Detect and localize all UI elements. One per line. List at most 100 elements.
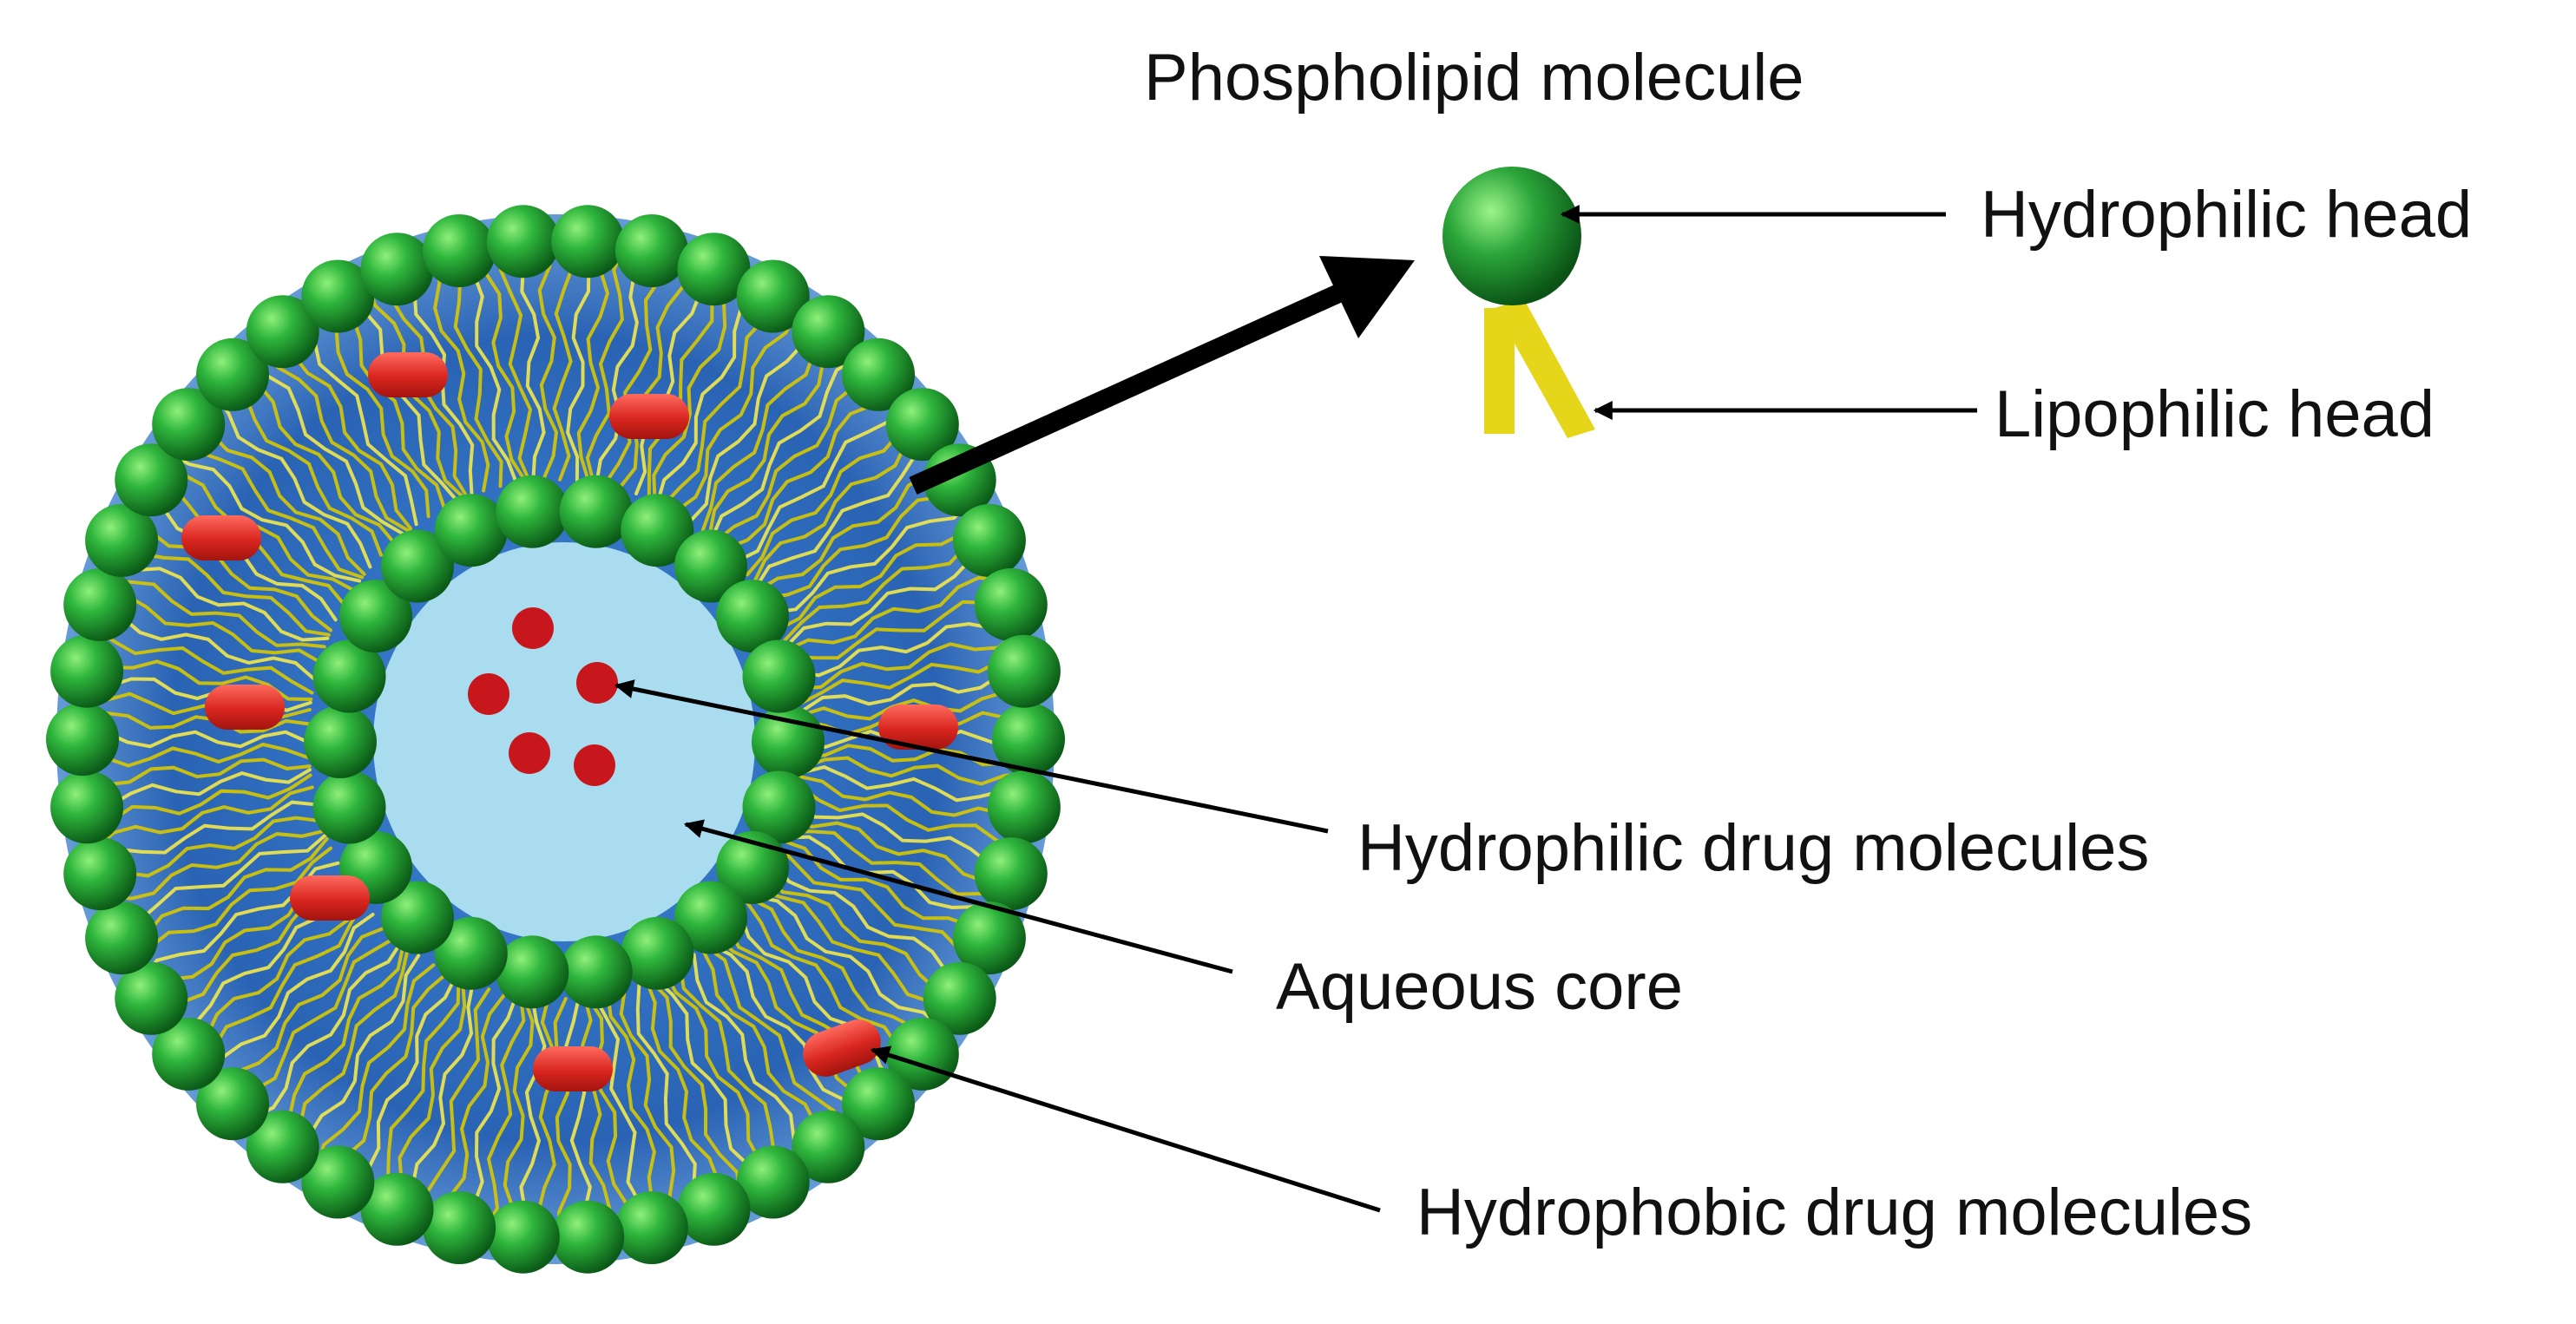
outer-head <box>923 961 996 1035</box>
lipid-tail-strand <box>754 445 940 589</box>
lipid-tail-strand <box>792 618 1016 678</box>
lipid-tail-strand <box>431 258 490 493</box>
hydrophobic-drug-pill <box>803 1019 881 1077</box>
outer-head <box>246 1110 319 1183</box>
lipid-tail-strand <box>799 670 1026 713</box>
lipid-tail-strand <box>745 408 911 577</box>
outer-head <box>992 703 1065 776</box>
lipid-tail-strand <box>700 947 822 1153</box>
lipid-tail-strand <box>688 317 809 523</box>
lipid-tail-strand <box>231 935 398 1105</box>
lipid-tail-strand <box>673 310 798 515</box>
lipid-tail-strand <box>617 259 687 490</box>
inner-head <box>621 916 694 990</box>
lipid-tail-strand <box>797 783 1019 852</box>
lipid-tail-strand <box>371 976 461 1199</box>
outer-head <box>974 837 1048 911</box>
outer-head <box>677 233 751 306</box>
lipid-tail-strand <box>769 500 973 614</box>
lipid-tail-strand <box>782 835 999 921</box>
outer-head <box>792 1110 865 1183</box>
inner-head <box>716 580 789 653</box>
lipid-tail-strand <box>200 408 366 576</box>
lipid-tail-strand <box>798 764 1027 803</box>
lipid-tail-strand <box>306 314 418 527</box>
inner-head <box>339 580 412 653</box>
outer-head <box>677 1172 751 1246</box>
outer-head <box>196 338 269 411</box>
lipid-tail-strand <box>749 896 927 1052</box>
inner-head <box>559 475 633 548</box>
lipid-tail-strand <box>585 246 625 485</box>
lipid-tail-strand <box>789 817 1012 884</box>
inner-head <box>742 639 816 713</box>
lipid-tail-strand <box>634 264 703 495</box>
lipid-tail-strand <box>793 800 1015 867</box>
inner-head <box>496 475 569 548</box>
hydrophobic-drug-pills <box>181 352 958 1091</box>
inner-head <box>559 935 633 1009</box>
outer-head <box>63 837 137 911</box>
pointer-hydrophilic-drug <box>614 679 1329 834</box>
lipid-tail-strand <box>799 756 1029 786</box>
lipid-tail-strand <box>233 371 396 545</box>
lipid-tail-strand <box>92 626 314 695</box>
outer-head <box>842 1067 915 1141</box>
outer-head <box>423 1191 496 1264</box>
outer-head <box>50 634 124 708</box>
lipid-tail-strand <box>661 301 784 508</box>
lipid-tail-strand <box>734 397 902 564</box>
lipid-tail-strand <box>182 429 365 580</box>
hydrophilic-drug-dots <box>468 607 618 786</box>
hydrophilic-drug-dot <box>468 673 509 715</box>
lipid-tail-strand <box>785 575 1006 652</box>
lipid-tail-strand <box>678 961 793 1172</box>
lipid-tail-strand <box>755 888 956 1010</box>
lipid-tail-strand <box>782 528 987 643</box>
lipid-tail-strand <box>84 768 312 808</box>
lipid-tail-strand <box>224 381 383 557</box>
lipid-tail-strand <box>761 486 966 600</box>
inner-head <box>312 639 386 713</box>
lipid-tail-strand <box>706 941 864 1120</box>
lipid-tail-strand <box>772 858 970 984</box>
lipid-tail-strand <box>200 901 365 1072</box>
outer-head <box>486 205 560 279</box>
lipid-tail-strand <box>122 534 331 637</box>
lipid-tail-strand <box>652 278 738 503</box>
lipid-tail-strand <box>778 511 979 631</box>
inner-head <box>304 705 377 778</box>
aqueous-core-region <box>373 542 755 941</box>
lipid-tail-strand <box>114 833 328 924</box>
lipid-tail-strand <box>606 991 670 1223</box>
outer-head <box>301 1145 375 1219</box>
hydrophobic-drug-label: Hydrophobic drug molecules <box>1416 1176 2253 1249</box>
lipid-tail-strand <box>710 356 860 541</box>
lipid-tail-strand <box>483 994 526 1232</box>
hydrophobic-drug-pill <box>205 685 285 730</box>
lipid-tail-strand <box>503 994 535 1236</box>
outer-head <box>614 214 688 287</box>
lipid-tail-strand <box>100 593 321 664</box>
pill-shape <box>803 1019 881 1077</box>
outer-head <box>246 295 319 369</box>
lipid-tail-strand <box>346 974 457 1188</box>
outer-head <box>842 338 915 411</box>
lipid-tail-strand <box>320 305 430 519</box>
lipid-tail-strand <box>287 327 413 531</box>
lipid-tail-strand <box>424 987 491 1220</box>
hydrophilic-drug-dot <box>574 744 615 786</box>
pill-shape <box>533 1046 613 1091</box>
outer-head <box>551 1200 625 1274</box>
lipid-tail-strand <box>796 630 1020 691</box>
outer-head <box>974 567 1048 641</box>
lipid-tail-strand <box>655 290 762 505</box>
inner-head <box>674 881 747 954</box>
lipid-tail-strand <box>579 995 612 1236</box>
lipid-tail-strand <box>478 247 528 483</box>
lipid-tail-strand <box>186 895 361 1053</box>
lipid-tail-strand <box>647 269 715 501</box>
lipid-tail-strand <box>96 609 317 682</box>
lipophilic-head-label: Lipophilic head <box>1994 377 2435 451</box>
